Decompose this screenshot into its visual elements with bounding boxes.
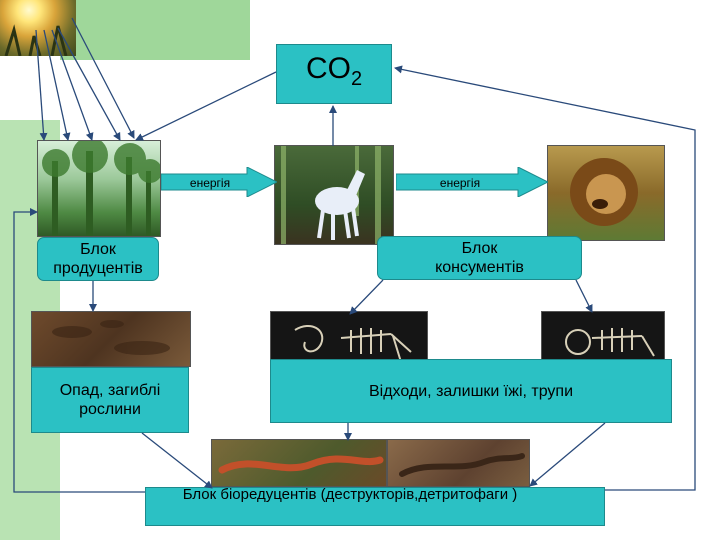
waste-label: Відходи, залишки їжі, трупи	[368, 382, 574, 400]
green-band-top	[60, 0, 250, 60]
energy-arrow-right	[396, 167, 548, 197]
lion-image	[547, 145, 665, 241]
forest-image	[37, 140, 161, 237]
litter-label: Опад, загиблі рослини	[59, 382, 161, 418]
reducers-block	[145, 487, 605, 526]
producers-block: Блок продуцентів	[37, 237, 159, 281]
waste-block: Відходи, залишки їжі, трупи	[270, 359, 672, 423]
producers-label: Блок продуцентів	[53, 241, 143, 277]
litter-image	[31, 311, 191, 367]
litter-block: Опад, загиблі рослини	[31, 367, 189, 433]
consumers-block: Блок консументів	[377, 236, 582, 280]
co2-box: CO2	[276, 44, 392, 104]
energy-label-left: енергія	[189, 176, 231, 190]
reducers-label: Блок біоредуцентів (деструкторів,детрито…	[182, 486, 518, 503]
worm-image-left	[211, 439, 387, 487]
co2-label: CO2	[305, 52, 363, 90]
consumers-label: Блок консументів	[435, 240, 524, 276]
horse-image	[274, 145, 394, 245]
sun-image	[0, 0, 76, 56]
worm-image-right	[387, 439, 530, 487]
energy-arrow-left	[161, 167, 277, 197]
energy-label-right: енергія	[439, 176, 481, 190]
